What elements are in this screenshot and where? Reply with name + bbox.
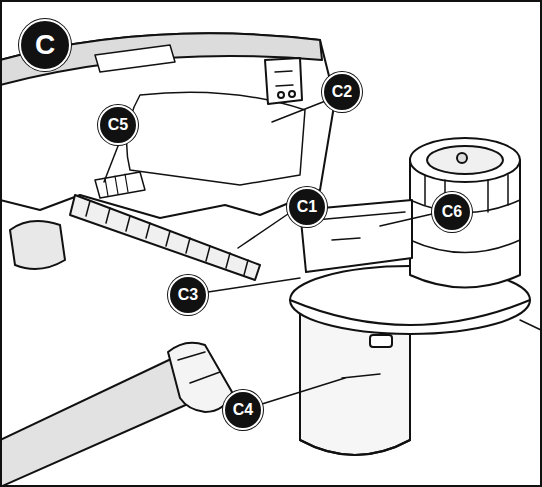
clamp: [168, 343, 232, 412]
callout-number: C: [19, 19, 71, 71]
callout-number: C2: [322, 72, 362, 112]
comb: [70, 195, 260, 280]
callout-number: C1: [287, 187, 327, 227]
leader-lines: [104, 100, 432, 404]
callout-number: C5: [98, 105, 138, 145]
callout-number: C3: [168, 275, 208, 315]
callout-number: C4: [223, 390, 263, 430]
callout-number: C6: [432, 192, 472, 232]
